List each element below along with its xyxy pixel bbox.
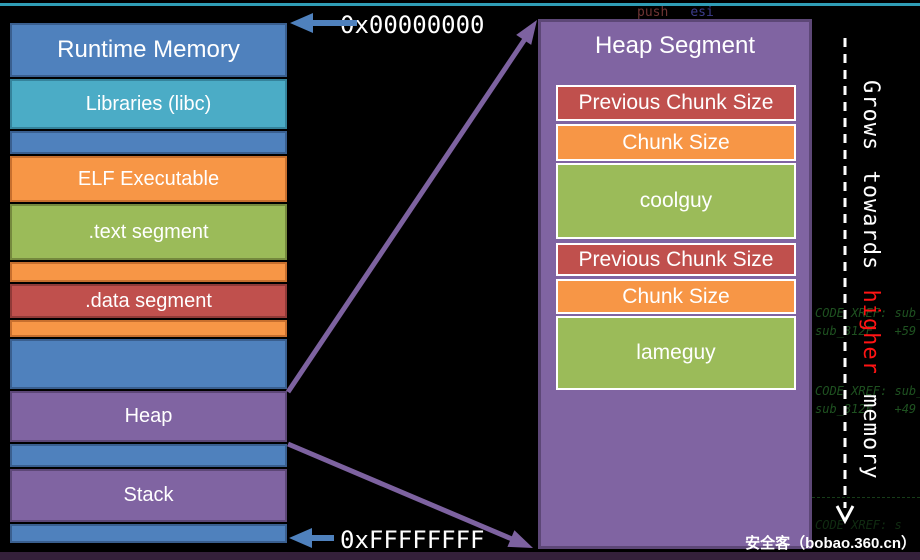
memory-block-libraries: Libraries (libc) [10,79,287,129]
memory-block-spacer-1 [10,131,287,154]
xref-text-partial: CODE XREF: s [815,518,902,532]
bottom-edge-strip [0,552,920,560]
memory-block-spacer-4 [10,339,287,389]
memory-block-spacer-5 [10,444,287,467]
heap-segment-box: Heap Segment Previous Chunk Size Chunk S… [538,19,812,549]
heap-row-prev-chunk-size-2: Previous Chunk Size [556,243,796,276]
heap-row-prev-chunk-size-1: Previous Chunk Size [556,85,796,121]
memory-block-spacer-6 [10,524,287,543]
heap-row-chunk-size-2: Chunk Size [556,279,796,314]
memory-block-runtime-memory: Runtime Memory [10,23,287,77]
xref-text-2a: CODE XREF: sub_8 [815,384,920,398]
heap-segment-title: Heap Segment [594,32,756,59]
memory-block-data-segment: .data segment [10,284,287,318]
watermark: 安全客（bobao.360.cn） [745,535,916,552]
heap-link-arrow-top [285,20,537,394]
growth-label-higher: higher [858,289,883,375]
address-arrow-bottom [289,528,334,548]
xref-text-1a: CODE XREF: sub_8 [815,306,920,320]
heap-row-chunk-size-1: Chunk Size [556,124,796,161]
memory-block-heap: Heap [10,391,287,442]
xref-separator-line [812,497,920,498]
disasm-operand: esi [690,5,714,20]
heap-row-lameguy: lameguy [556,316,796,390]
heap-row-coolguy: coolguy [556,163,796,239]
background-disassembly-line: push esi [637,5,714,20]
growth-label-prefix: Grows towards [858,80,883,290]
memory-block-stack: Stack [10,469,287,522]
address-label-bottom: 0xFFFFFFFF [340,526,485,554]
disasm-mnemonic: push [637,5,669,20]
address-label-top: 0x00000000 [340,11,485,39]
memory-block-spacer-3 [10,320,287,337]
memory-block-spacer-2 [10,262,287,282]
growth-dashed-arrow [835,38,855,525]
top-divider-line [0,3,920,6]
growth-label-suffix: memory [858,374,883,480]
memory-block-elf-executable: ELF Executable [10,156,287,202]
memory-block-text-segment: .text segment [10,204,287,260]
growth-direction-label: Grows towards higher memory [858,80,883,480]
